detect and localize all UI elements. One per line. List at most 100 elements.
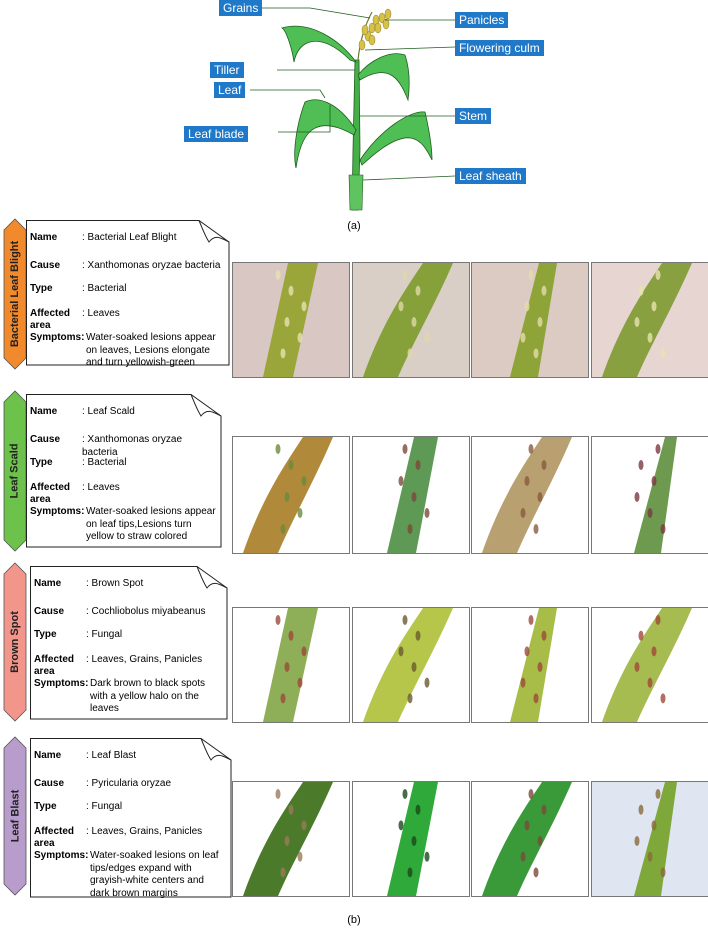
leaf-shape <box>634 782 677 896</box>
field-label-symptoms: Symptoms: <box>30 506 85 517</box>
lesion-spot <box>415 630 421 641</box>
lesion-spot <box>275 444 281 454</box>
disease-tab: Brown Spot <box>3 562 27 722</box>
lesion-spot <box>651 646 657 657</box>
flowering-culm-label: Flowering culm <box>455 40 544 56</box>
lesion-spot <box>415 285 421 296</box>
lesion-spot <box>402 444 408 454</box>
lesion-spot <box>301 646 307 657</box>
disease-tab-label: Brown Spot <box>9 611 21 673</box>
field-value-name: : Leaf Scald <box>82 406 135 417</box>
lesion-spot <box>398 646 404 657</box>
leaf-sample-photo <box>471 781 589 897</box>
lesion-spot <box>407 867 413 878</box>
field-label-cause: Cause <box>34 778 65 789</box>
lesion-spot <box>284 836 290 846</box>
leaf-sample-photo <box>232 607 350 723</box>
lesion-spot <box>524 646 530 657</box>
field-label-affected: Affected area <box>34 826 75 849</box>
caption-a: (a) <box>347 220 361 232</box>
lesion-spot <box>541 804 547 815</box>
lesion-spot <box>424 332 430 343</box>
lesion-spot <box>280 867 286 878</box>
leaf-shape <box>482 437 572 553</box>
lesion-spot <box>407 524 413 534</box>
disease-tab: Leaf Scald <box>3 390 27 552</box>
disease-tab-shape <box>3 562 27 722</box>
lesion-spot <box>651 476 657 486</box>
field-label-name: Name <box>30 232 58 243</box>
lesion-spot <box>297 508 303 518</box>
lesion-spot <box>533 867 539 878</box>
lesion-spot <box>284 317 290 327</box>
disease-tab-shape <box>3 736 27 896</box>
field-label-cause: Cause <box>30 434 61 445</box>
lesion-spot <box>280 524 286 534</box>
leaf-sample-photo <box>471 262 589 378</box>
lesion-spot <box>424 508 430 518</box>
lesion-spot <box>284 662 290 672</box>
lesion-spot <box>541 285 547 296</box>
leaf-shape <box>602 608 692 722</box>
lesion-spot <box>411 317 417 327</box>
lesion-spot <box>533 693 539 704</box>
lesion-spot <box>280 693 286 704</box>
leaf-sheath-label: Leaf sheath <box>455 168 526 184</box>
field-value-name: : Bacterial Leaf Blight <box>82 232 177 243</box>
disease-tab-label: Leaf Blast <box>9 789 22 843</box>
lesion-spot <box>651 301 657 312</box>
field-label-affected: Affected area <box>30 308 71 331</box>
disease-tab-label: Leaf Scald <box>9 443 21 499</box>
lesion-spot <box>407 348 413 359</box>
field-label-symptoms: Symptoms: <box>30 332 85 343</box>
lesion-spot <box>398 301 404 312</box>
lesion-spot <box>407 693 413 704</box>
lesion-spot <box>638 285 644 296</box>
lesion-spot <box>638 804 644 815</box>
field-value-affected: : Leaves <box>82 308 120 319</box>
field-label-symptoms: Symptoms: <box>34 678 89 689</box>
lesion-spot <box>524 476 530 486</box>
field-label-cause: Cause <box>30 260 61 271</box>
leaf-shape <box>602 263 692 377</box>
lesion-spot <box>533 524 539 534</box>
field-value-cause: : Xanthomonas oryzae bacteria <box>82 260 221 271</box>
field-label-type: Type <box>34 629 57 640</box>
lesion-spot <box>541 460 547 470</box>
lesion-spot <box>415 804 421 815</box>
lesion-spot <box>647 677 653 688</box>
lesion-spot <box>275 270 281 280</box>
lesion-spot <box>411 662 417 672</box>
lesion-spot <box>288 285 294 296</box>
lesion-spot <box>533 348 539 359</box>
field-value-symptoms: Water-soaked lesions appear on leaf tips… <box>86 506 216 542</box>
lesion-spot <box>634 836 640 846</box>
lesion-spot <box>660 348 666 359</box>
field-label-name: Name <box>34 578 62 589</box>
lesion-spot <box>424 677 430 688</box>
lesion-spot <box>402 615 408 625</box>
lesion-spot <box>398 476 404 486</box>
lesion-spot <box>655 270 661 280</box>
leaf-sample-photo <box>232 781 350 897</box>
stem-label: Stem <box>455 108 492 124</box>
field-label-cause: Cause <box>34 606 65 617</box>
lesion-spot <box>655 789 661 799</box>
lesion-spot <box>301 301 307 312</box>
lesion-spot <box>415 460 421 470</box>
lesion-spot <box>660 693 666 704</box>
field-value-type: : Bacterial <box>82 283 127 294</box>
field-value-cause: : Xanthomonas oryzae bacteria <box>82 434 183 458</box>
lesion-spot <box>424 851 430 862</box>
lesion-spot <box>275 615 281 625</box>
lesion-spot <box>288 804 294 815</box>
lesion-spot <box>402 270 408 280</box>
leaf-sample-photo <box>591 781 708 897</box>
lesion-spot <box>528 444 534 454</box>
lesion-spot <box>297 677 303 688</box>
lesion-spot <box>634 317 640 327</box>
leaf-sample-photo <box>591 436 708 554</box>
field-label-type: Type <box>30 457 53 468</box>
lesion-spot <box>537 492 543 502</box>
